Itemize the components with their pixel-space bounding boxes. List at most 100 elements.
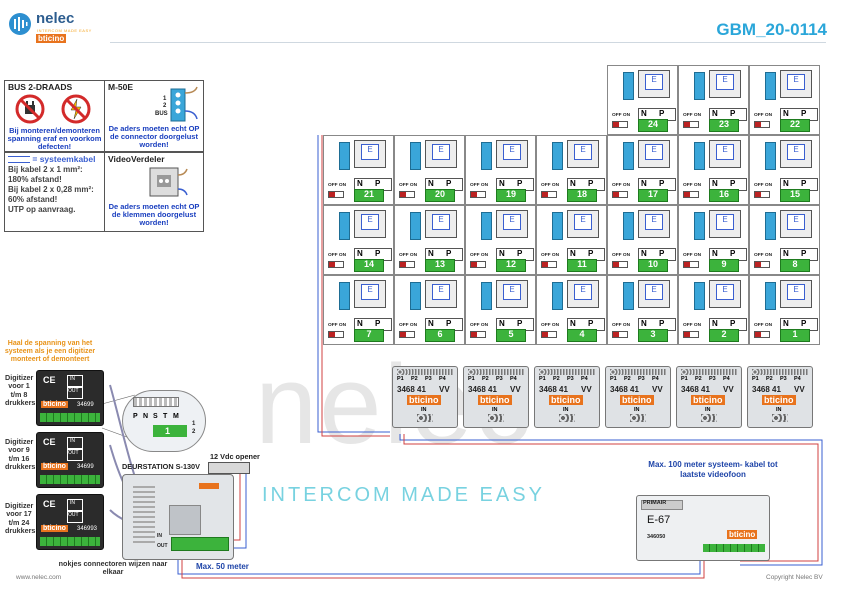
opener-label: 12 Vdc opener [210, 452, 260, 461]
port-label: P2 [482, 376, 489, 382]
address-key [638, 329, 668, 342]
screen-letter: E [432, 284, 450, 300]
address-number: 19 [505, 189, 516, 199]
cable-symbol-icon [8, 156, 30, 164]
address-key [709, 189, 739, 202]
deurstation-out: OUT [157, 543, 168, 549]
port-label: P2 [553, 376, 560, 382]
off-on-switch [470, 261, 486, 268]
screen-letter: E [574, 214, 592, 230]
monitor-cell: E OFF ON N P 22 [749, 65, 820, 135]
distributor-in: IN [634, 407, 640, 413]
distributor-model: 3468 41 [539, 385, 568, 394]
distributor-brand: bticino [407, 395, 441, 405]
digitizer-out-box [67, 387, 83, 399]
header-rule [110, 42, 826, 43]
off-on-label: OFF ON [612, 183, 631, 188]
screen-letter: E [503, 144, 521, 160]
n-label: N [712, 179, 718, 188]
address-key [567, 259, 597, 272]
p-label: P [446, 179, 452, 188]
address-key [425, 329, 455, 342]
port-label: P2 [624, 376, 631, 382]
copyright: Copyright Nelec BV [766, 574, 823, 581]
screen-letter: E [787, 214, 805, 230]
max-50-label: Max. 50 meter [196, 562, 249, 571]
port-label: P3 [638, 376, 645, 382]
distributor-model: 3468 41 [397, 385, 426, 394]
off-on-label: OFF ON [754, 183, 773, 188]
off-on-switch [399, 191, 415, 198]
zoom-letter: P [133, 413, 138, 420]
n-label: N [570, 249, 576, 258]
zoom-letter: S [153, 413, 158, 420]
screen-letter: E [787, 74, 805, 90]
screen-letter: E [503, 214, 521, 230]
address-key [780, 259, 810, 272]
off-on-label: OFF ON [541, 253, 560, 258]
distributor-terminal [417, 414, 433, 422]
terminal-row [539, 369, 595, 375]
n-label: N [570, 319, 576, 328]
cable-line-2: 180% afstand! [8, 175, 62, 184]
cable-line-3: Bij kabel 2 x 0,28 mm²: [8, 185, 94, 194]
p-label: P [446, 249, 452, 258]
m50e-terminal-1: 1 [163, 96, 167, 102]
off-on-switch [683, 261, 699, 268]
monitor-cell: E OFF ON N P 1 [749, 275, 820, 345]
digitizer-brand: bticino [41, 525, 68, 532]
port-label: P1 [539, 376, 546, 382]
distributor-brand: bticino [762, 395, 796, 405]
monitor-cell: E OFF ON N P 16 [678, 135, 749, 205]
videoverdeler-icon [149, 167, 188, 197]
port-label: P1 [610, 376, 617, 382]
address-key [496, 329, 526, 342]
port-label: P4 [439, 376, 446, 382]
p-label: P [588, 179, 594, 188]
distributor-in: IN [421, 407, 427, 413]
digitizer-code: 34699 [77, 402, 94, 408]
n-label: N [499, 319, 505, 328]
distributor-brand: bticino [478, 395, 512, 405]
n-label: N [428, 249, 434, 258]
distributor-in: IN [705, 407, 711, 413]
ps-brand: bticino [727, 530, 758, 539]
address-key [425, 189, 455, 202]
p-label: P [517, 179, 523, 188]
ps-model: E-67 [647, 514, 671, 526]
terminal-row [610, 369, 666, 375]
distributor-terminal [559, 414, 575, 422]
distributor-in: IN [776, 407, 782, 413]
off-on-switch [612, 261, 628, 268]
off-on-switch [754, 331, 770, 338]
digitizer-label-2: Digitizer voor 9 t/m 16 drukkers [5, 437, 36, 472]
screen-letter: E [645, 214, 663, 230]
off-on-label: OFF ON [612, 323, 631, 328]
bus-connector [623, 142, 634, 170]
distributor-model: 3468 41 [610, 385, 639, 394]
p-label: P [730, 319, 736, 328]
port-label: P1 [397, 376, 404, 382]
no-plug-icon [15, 94, 45, 124]
port-label: P4 [510, 376, 517, 382]
monitor-cell: E OFF ON N P 5 [465, 275, 536, 345]
port-label: P1 [752, 376, 759, 382]
port-label: P3 [780, 376, 787, 382]
monitor-cell: E OFF ON N P 20 [394, 135, 465, 205]
bus-connector [552, 282, 563, 310]
address-number: 1 [792, 329, 798, 339]
off-on-switch [470, 331, 486, 338]
vv-title: VideoVerdeler [108, 154, 165, 164]
ps-header: PRIMAIR [643, 500, 667, 506]
m50e-title: M-50E [108, 82, 134, 92]
address-number: 18 [576, 189, 587, 199]
off-on-switch [541, 331, 557, 338]
address-key [780, 119, 810, 132]
distributor-brand: bticino [620, 395, 654, 405]
address-number: 15 [789, 189, 800, 199]
bus-connector [552, 212, 563, 240]
screen-letter: E [787, 284, 805, 300]
bus-connector [481, 282, 492, 310]
monitor-cell: E OFF ON N P 3 [607, 275, 678, 345]
